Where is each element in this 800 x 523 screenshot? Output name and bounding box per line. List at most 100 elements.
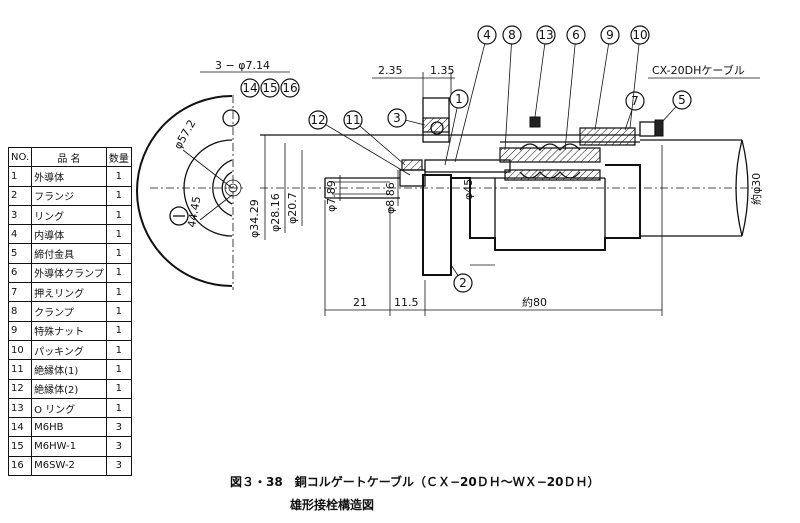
cell-no: 9 [7,320,33,341]
figure-caption: 図３・38 銅コルゲートケーブル（ＣＸ−20ＤＨ〜ＷＸ−20ＤＨ） [230,475,600,489]
col-header-no: NO. [7,146,33,168]
svg-text:9: 9 [606,28,614,42]
dim-28-16: φ28.16 [269,193,282,232]
dim-flange-dia: φ57.2 [171,118,198,152]
svg-text:6: 6 [572,28,580,42]
cell-qty: 1 [105,243,132,264]
cell-no: 2 [7,185,33,206]
dim-8-86: φ8.86 [384,182,397,214]
cell-name: クランプ [31,301,107,322]
svg-text:8: 8 [508,28,516,42]
cell-qty: 1 [105,339,132,361]
cell-no: 15 [7,436,33,457]
cell-qty: 1 [105,397,132,419]
svg-text:11: 11 [345,113,360,127]
svg-text:13: 13 [538,28,553,42]
cell-qty: 1 [105,185,132,206]
balloon-16: 16 [280,78,300,98]
dim-bolt-holes: 3 − φ7.14 [215,59,270,72]
cell-no: 14 [7,417,33,438]
cell-no: 12 [7,378,33,399]
svg-text:4: 4 [483,28,491,42]
svg-text:14: 14 [242,81,257,95]
cell-qty: 1 [105,359,132,380]
svg-text:12: 12 [310,113,325,127]
col-header-qty: 数量 [105,146,132,168]
cell-no: 8 [7,301,33,322]
svg-text:15: 15 [262,81,277,95]
cell-name: フランジ [31,185,107,206]
table-header-row: NO. 品 名 数量 [7,146,132,168]
balloon-1: 1 [444,89,469,166]
cell-name: 外導体クランプ [31,262,107,284]
dim-pitch: 44.45 [185,195,203,228]
connector-section [260,97,760,276]
cell-name: 外導体 [31,166,107,187]
dim-len-80: 約80 [522,295,547,309]
dim-7-89: φ7.89 [325,180,338,212]
cell-qty: 1 [105,262,132,284]
svg-text:1: 1 [455,92,463,106]
cell-no: 7 [7,282,33,303]
dim-20-7: φ20.7 [286,192,299,224]
balloon-4: 4 [454,25,497,163]
cell-name: 絶縁体(2) [31,378,107,399]
dim-gap-b: 1.35 [430,64,455,77]
cell-name: パッキング [31,339,107,361]
svg-text:3: 3 [393,111,401,125]
cell-name: 締付金具 [31,243,107,264]
cell-name: 押えリング [31,282,107,303]
cell-name: 絶縁体(1) [31,359,107,380]
flange-end-view [136,95,245,290]
balloon-8: 8 [502,25,522,151]
svg-text:7: 7 [631,94,639,108]
cell-qty: 1 [105,166,132,187]
cell-no: 16 [7,455,33,477]
cell-qty: 1 [105,301,132,322]
svg-text:10: 10 [632,28,647,42]
cell-name: 特殊ナット [31,320,107,341]
balloon-7: 7 [624,91,645,131]
dim-gap-a: 2.35 [378,64,403,77]
col-header-name: 品 名 [31,146,107,168]
cell-no: 6 [7,262,33,284]
figure-subcaption: 雄形接栓構造図 [290,498,375,512]
balloon-9: 9 [594,25,620,131]
cell-qty: 1 [105,282,132,303]
dim-30: 約φ30 [749,173,763,205]
cell-name: M6SW-2 [31,455,107,477]
cell-name: O リング [31,397,107,419]
cell-name: リング [31,204,107,226]
balloon-12: 12 [308,110,411,176]
cell-name: M6HW-1 [31,436,107,457]
balloon-group: 1 2 3 4 5 6 7 8 9 10 11 12 13 14 15 16 [240,25,692,293]
cell-qty: 1 [105,378,132,399]
dim-34-29: φ34.29 [248,199,261,238]
balloon-2: 2 [450,264,473,293]
cell-qty: 3 [105,417,132,438]
cell-qty: 3 [105,455,132,477]
svg-text:16: 16 [282,81,297,95]
cell-no: 3 [7,204,33,226]
balloon-15: 15 [260,78,280,98]
dimension-lines: 3 − φ7.14 φ57.2 44.45 2.35 1.35 CX-20DHケ… [171,59,763,316]
balloon-6: 6 [564,25,586,151]
dim-45: φ45 [462,179,475,200]
